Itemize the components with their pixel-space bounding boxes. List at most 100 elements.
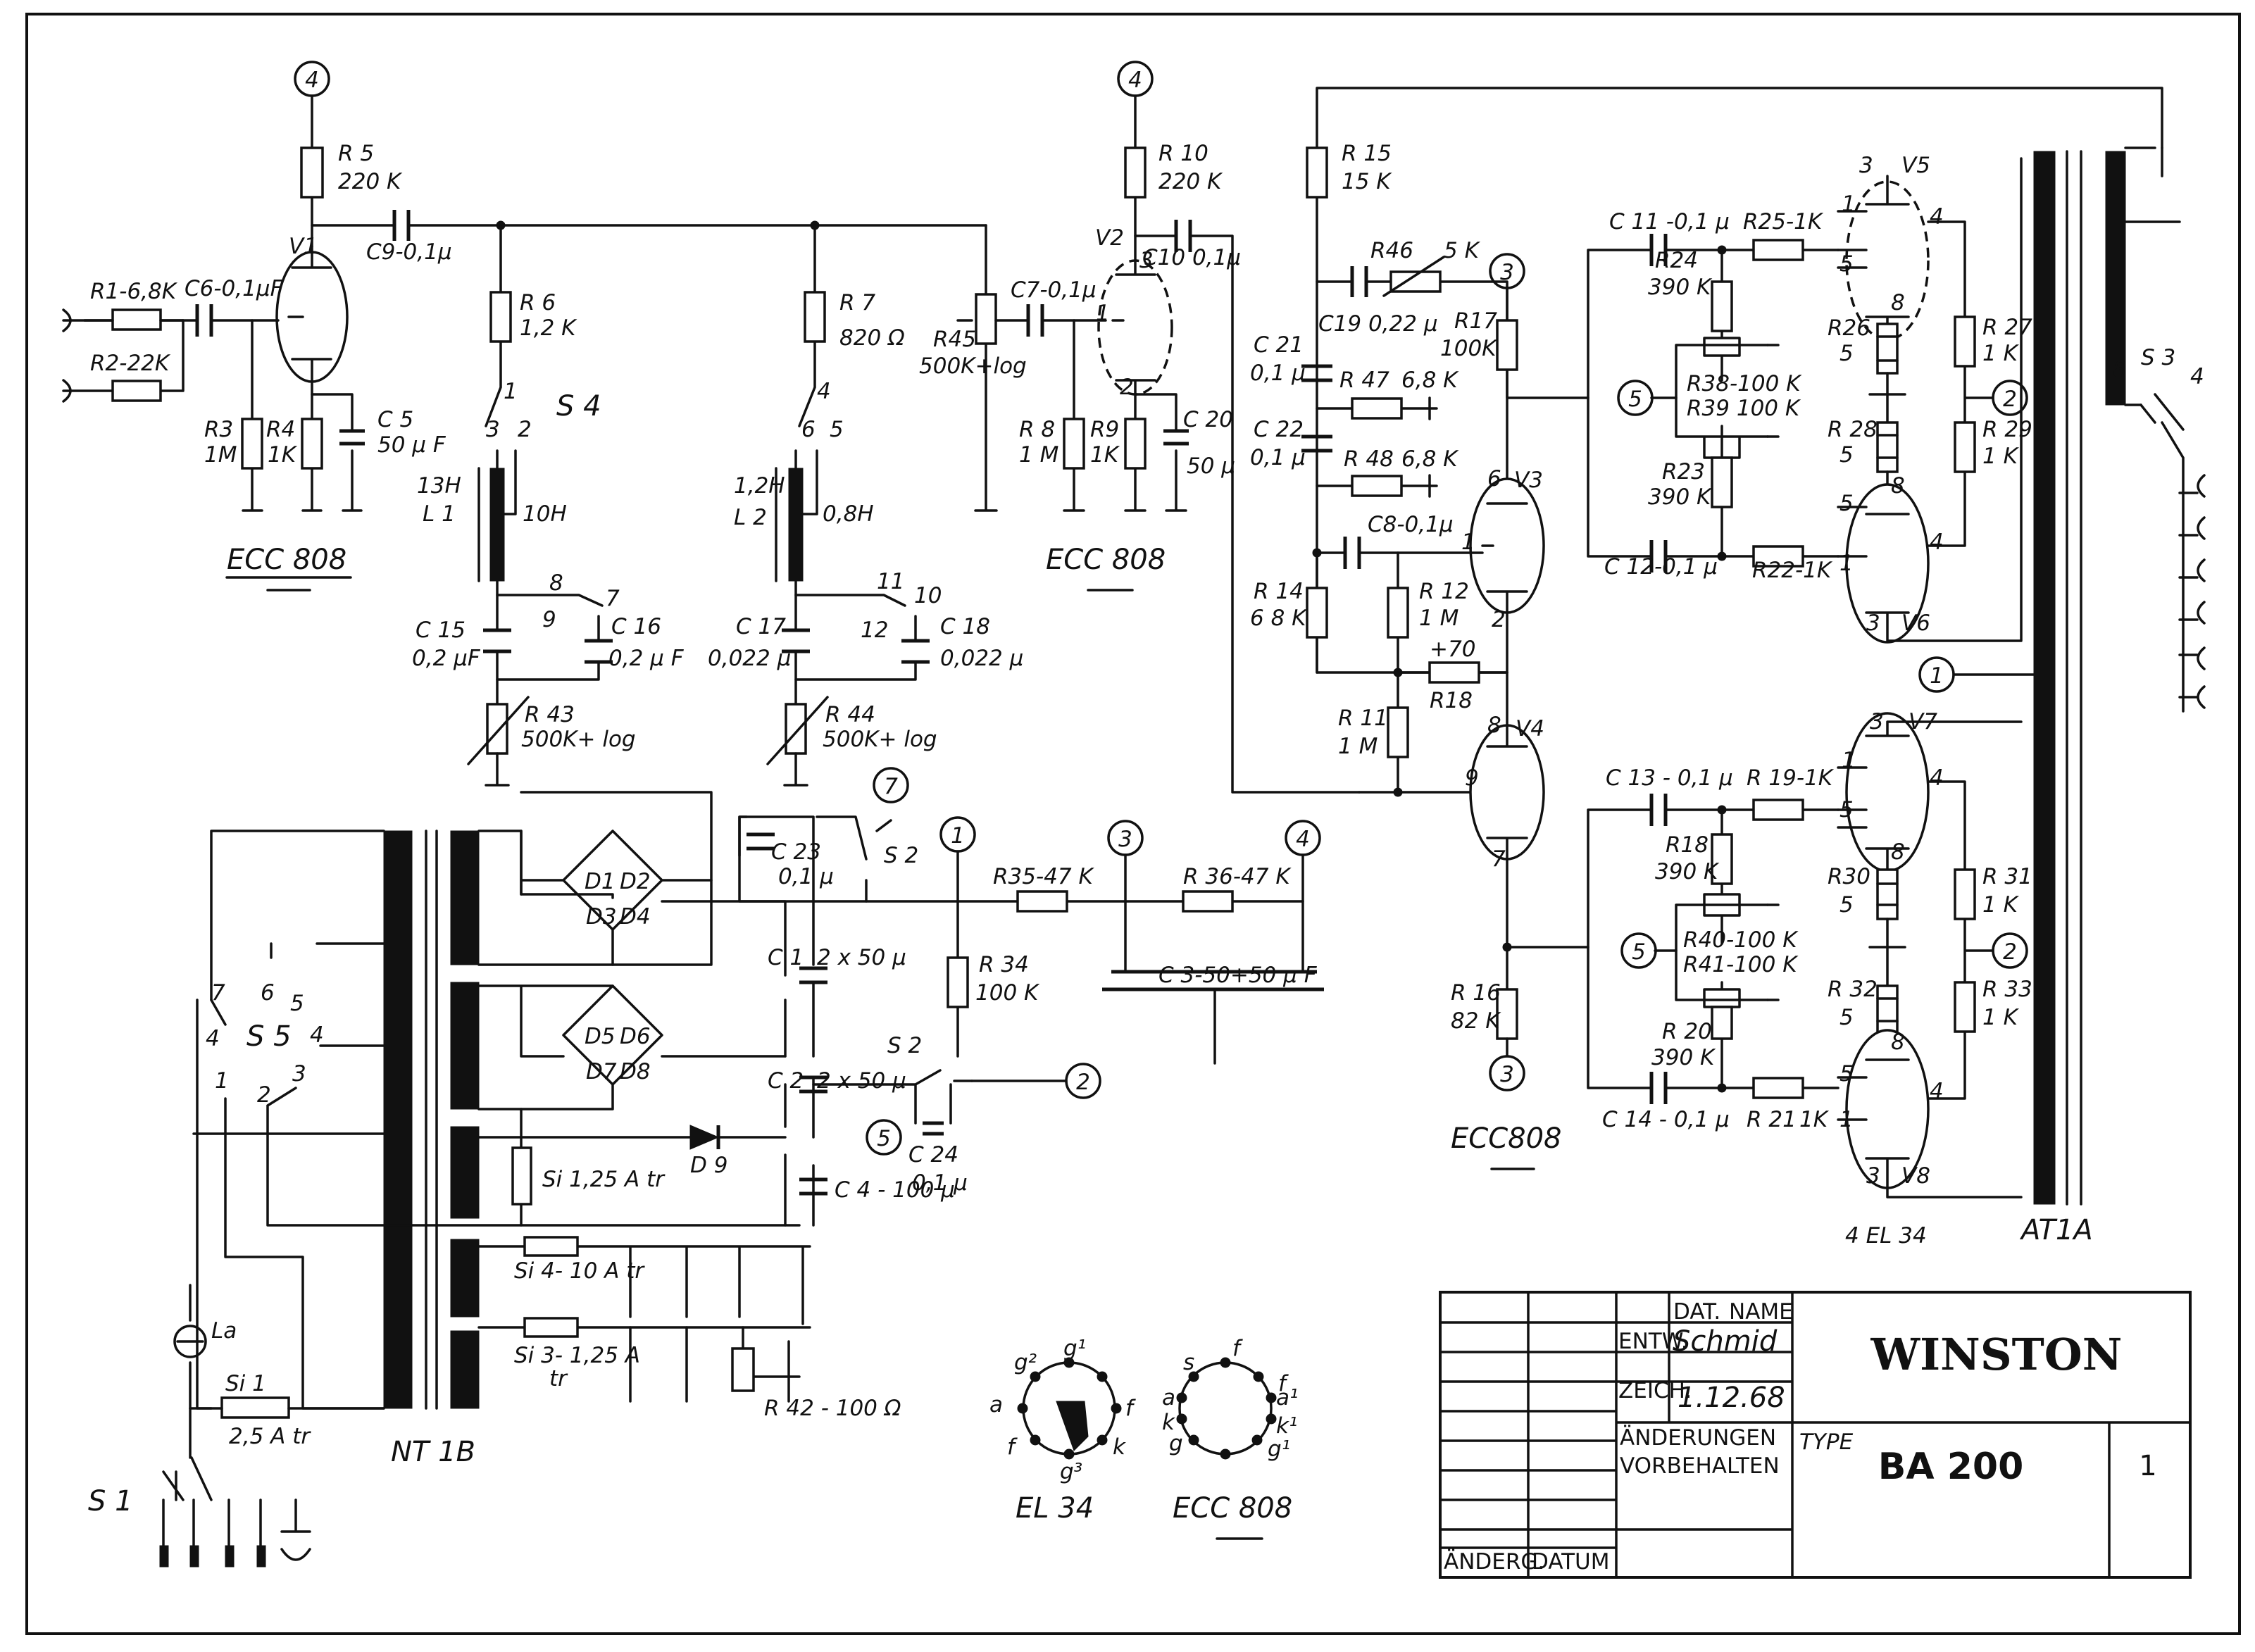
transformer-core-primary bbox=[2033, 151, 2056, 1205]
node-label: 5 bbox=[1632, 939, 1646, 965]
resistor-r31 bbox=[1954, 868, 1976, 920]
tube-type-v1: ECC 808 bbox=[227, 544, 346, 576]
s3-contact-8: 8 bbox=[2113, 357, 2127, 382]
resistor-r20 bbox=[1711, 1006, 1733, 1040]
label-r4: R4 bbox=[266, 417, 295, 442]
value-r23: 390 K bbox=[1648, 484, 1713, 510]
pin-3: 3 bbox=[1859, 153, 1873, 178]
pinout-ecc808: s f a f k a¹ g k¹ g¹ ECC 808 bbox=[1162, 1336, 1298, 1540]
label-v6: V6 bbox=[1901, 611, 1930, 636]
label-v5: V5 bbox=[1901, 153, 1930, 178]
title-date: 1.12.68 bbox=[1678, 1382, 1785, 1414]
label-r6: R 6 bbox=[520, 290, 556, 315]
label-c22: C 22 bbox=[1254, 417, 1304, 442]
title-aenderg: ÄNDERG. bbox=[1444, 1549, 1544, 1575]
value-r48: 6,8 K bbox=[1401, 446, 1459, 472]
label-r7: R 7 bbox=[839, 290, 875, 315]
value-r3: 1M bbox=[204, 442, 237, 468]
resistor-r28 bbox=[1876, 421, 1899, 473]
label-l1-10h: 10H bbox=[523, 501, 567, 527]
fuse-si4 bbox=[523, 1236, 579, 1257]
label-r38: R38-100 K bbox=[1687, 371, 1802, 396]
inductor-l1 bbox=[489, 468, 505, 582]
value-r28: 5 bbox=[1839, 442, 1854, 468]
label-r30: R30 bbox=[1828, 864, 1870, 889]
value-c24: 0,1 μ bbox=[912, 1170, 968, 1196]
resistor-r29 bbox=[1954, 421, 1976, 473]
label-r23: R23 bbox=[1662, 459, 1705, 484]
label-v8: V8 bbox=[1901, 1163, 1930, 1189]
title-row-zeich: ZEICH. bbox=[1618, 1378, 1692, 1403]
resistor-r1 bbox=[111, 308, 162, 331]
fuse-si2 bbox=[511, 1146, 532, 1206]
label-c5: C 5 bbox=[377, 407, 413, 432]
contact-6: 6 bbox=[801, 417, 816, 442]
label-l2: L 2 bbox=[734, 505, 767, 530]
s5-contact-5: 5 bbox=[290, 991, 304, 1016]
pin-5: 5 bbox=[1839, 1061, 1854, 1087]
pin-f-left: f bbox=[1007, 1434, 1018, 1460]
contact-10: 10 bbox=[914, 583, 942, 608]
resistor-r3 bbox=[241, 418, 263, 470]
label-r11: R 11 bbox=[1338, 706, 1388, 731]
s5-contact-2: 2 bbox=[257, 1082, 271, 1108]
value-c2: 2 x 50 μ bbox=[817, 1068, 906, 1094]
label-l1-13h: 13H bbox=[417, 473, 461, 499]
pin-a1: a¹ bbox=[1276, 1385, 1298, 1410]
label-r33: R 33 bbox=[1982, 977, 2032, 1002]
contact-12: 12 bbox=[861, 618, 888, 643]
pin-3: 3 bbox=[1866, 611, 1880, 636]
label-r5: R 5 bbox=[338, 141, 374, 166]
pin-4: 4 bbox=[1930, 765, 1944, 791]
label-c3: C 3-50+50 μ F bbox=[1158, 963, 1318, 988]
label-r41: R41-100 K bbox=[1683, 952, 1799, 977]
value-r6: 1,2 K bbox=[520, 315, 577, 341]
capacitor-c9 bbox=[392, 210, 411, 241]
capacitors-c11-c12 bbox=[1649, 234, 1668, 572]
title-block: DAT. NAME ENTW. ZEICH. Schmid 1.12.68 ÄN… bbox=[1439, 1291, 2192, 1579]
title-sheet-number: 1 bbox=[2139, 1450, 2156, 1482]
pin-g2: g² bbox=[1014, 1350, 1037, 1375]
potentiometer-r44 bbox=[785, 703, 807, 755]
label-c8: C8-0,1μ bbox=[1368, 512, 1454, 537]
potentiometer-r46 bbox=[1389, 270, 1442, 293]
resistor-r36 bbox=[1182, 890, 1234, 913]
resistor-r23 bbox=[1711, 456, 1733, 508]
capacitor-c18 bbox=[901, 639, 930, 664]
s5-contact-4a: 4 bbox=[206, 1026, 220, 1051]
label-r44: R 44 bbox=[825, 702, 875, 727]
value-r26: 5 bbox=[1839, 341, 1854, 366]
node-7 bbox=[873, 767, 909, 803]
node-label: 1 bbox=[951, 823, 965, 849]
label-r28: R 28 bbox=[1828, 417, 1878, 442]
label-s2a: S 2 bbox=[884, 843, 918, 868]
s4-contact-2: 2 bbox=[518, 417, 532, 442]
resistor-r25 bbox=[1752, 239, 1804, 261]
tone-network-l2: R 7 820 Ω 4 6 5 1,2H L 2 0,8H C 17 0,022… bbox=[708, 224, 1023, 787]
resistor-r14 bbox=[1306, 587, 1328, 639]
capacitor-c6 bbox=[195, 304, 213, 337]
resistor-r9 bbox=[1124, 418, 1147, 470]
label-r18-bias: R18 bbox=[1430, 688, 1473, 713]
heater-filaments bbox=[629, 1326, 801, 1403]
value-r10: 220 K bbox=[1158, 169, 1223, 194]
value-r5: 220 K bbox=[338, 169, 403, 194]
label-si3: Si 3- 1,25 A bbox=[514, 1343, 640, 1368]
label-r22: R22-1K bbox=[1752, 558, 1833, 583]
resistor-r18b bbox=[1711, 833, 1733, 885]
label-c11: C 11 -0,1 μ bbox=[1609, 209, 1730, 234]
pin-2: 2 bbox=[1492, 607, 1506, 632]
s3-contact-4: 4 bbox=[2190, 364, 2204, 389]
label-c6: C6-0,1μF bbox=[185, 276, 284, 301]
value-c20: 50 μ bbox=[1187, 453, 1235, 479]
stage-v1: 4 R 5 220 K C9-0,1μ V1 C6-0,1μF R1-6,8K … bbox=[62, 61, 987, 592]
node-3-v4 bbox=[1489, 1055, 1525, 1091]
value-r9: 1K bbox=[1090, 442, 1120, 468]
label-r31: R 31 bbox=[1982, 864, 2032, 889]
resistor-r30 bbox=[1876, 868, 1899, 920]
label-c23: C 23 bbox=[771, 839, 821, 865]
capacitor-c8 bbox=[1343, 537, 1361, 569]
label-r10: R 10 bbox=[1158, 141, 1208, 166]
pin-1: 1 bbox=[1096, 301, 1110, 326]
